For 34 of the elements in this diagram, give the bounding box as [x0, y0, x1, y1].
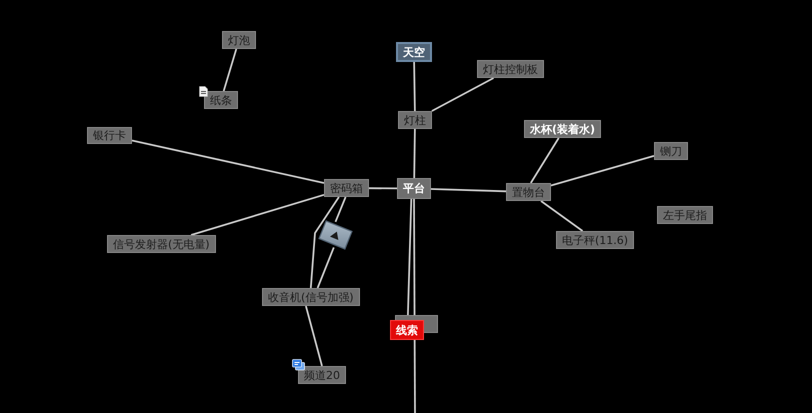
connector-line	[413, 62, 416, 112]
connector-line	[431, 77, 494, 112]
graph-node: 银行卡	[87, 127, 132, 144]
connector-line	[540, 200, 584, 232]
connector-line	[550, 155, 654, 186]
graph-node: 左手尾指	[657, 206, 713, 224]
connector-line	[316, 247, 335, 288]
connector-line	[334, 196, 346, 222]
graph-node: 平台	[397, 178, 431, 199]
graph-node: 灯柱	[398, 111, 432, 129]
connector-line	[413, 128, 416, 178]
connector-line	[407, 198, 412, 316]
connector-line	[430, 188, 506, 192]
graph-node: 电子秤(11.6)	[556, 231, 634, 249]
graph-node: 纸条	[204, 91, 238, 109]
clue-tooltip: 线索	[390, 320, 424, 340]
graph-node: 信号发射器(无电量)	[107, 235, 216, 253]
graph-node: 置物台	[506, 183, 551, 201]
graph-node: 频道20	[298, 366, 346, 384]
connector-line	[530, 138, 560, 184]
graph-node: 铡刀	[654, 142, 688, 160]
graph-node: 密码箱	[324, 179, 369, 197]
graph-node: 收音机(信号加强)	[262, 288, 360, 306]
graph-node: 灯泡	[222, 31, 256, 49]
connector-line	[132, 140, 324, 184]
connector-line	[305, 306, 323, 366]
connector-line	[369, 187, 397, 190]
connector-line	[190, 194, 324, 236]
connector-line	[413, 199, 416, 413]
connector-line	[310, 196, 340, 288]
graph-node: 灯柱控制板	[477, 60, 544, 78]
connector-line	[222, 48, 238, 92]
selected-node: 天空	[396, 42, 432, 62]
graph-node: 水杯(装着水)	[524, 120, 602, 138]
